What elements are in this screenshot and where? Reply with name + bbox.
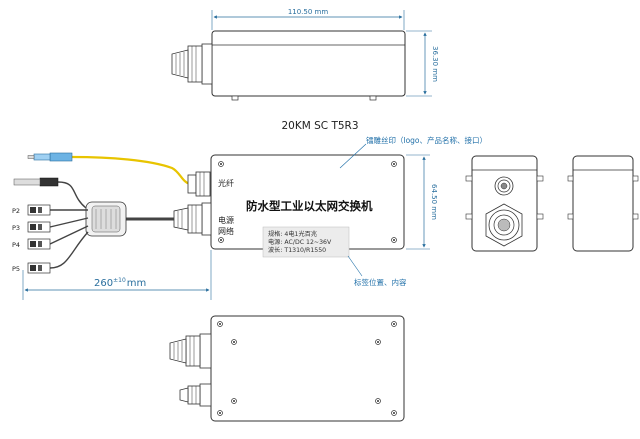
top-width-dimension: 110.50 mm — [288, 8, 329, 16]
rj45-connector — [27, 262, 51, 274]
port-label: P5 — [12, 265, 20, 273]
plain-end-view — [567, 155, 639, 252]
label-position-note: 标签位置、内容 — [354, 277, 407, 287]
fiber-port-label: 光纤 — [218, 178, 234, 188]
network-port-label: 网络 — [218, 226, 234, 236]
bottom-view — [169, 315, 405, 422]
cable-length-dimension: 260±10mm — [94, 277, 146, 289]
product-name: 防水型工业以太网交换机 — [246, 199, 373, 213]
rj45-connector — [27, 221, 51, 233]
port-label: P2 — [12, 207, 20, 215]
front-view: 光纤 电源 网络 防水型工业以太网交换机 规格: 4电1光百兆 电源: AC/D… — [12, 135, 487, 300]
port-label: P3 — [12, 224, 20, 232]
top-side-view: 110.50 mm 36.30 mm — [171, 8, 439, 101]
port-label: P4 — [12, 241, 20, 249]
rj45-connector — [27, 204, 51, 216]
top-height-dimension: 36.30 mm — [431, 46, 439, 82]
model-label: 20KM SC T5R3 — [281, 120, 358, 132]
spec-line: 规格: 4电1光百兆 — [268, 230, 317, 238]
rj45-connector — [27, 238, 51, 250]
silkscreen-note: 镭雕丝印（logo、产品名称、接口） — [366, 135, 487, 145]
power-port-label: 电源 — [218, 215, 234, 225]
front-height-dimension: 64.50 mm — [430, 184, 438, 220]
spec-label — [262, 226, 350, 258]
spec-line: 电源: AC/DC 12~36V — [268, 238, 332, 246]
end-view — [465, 155, 544, 252]
spec-line: 波长: T1310/R1550 — [268, 246, 326, 254]
